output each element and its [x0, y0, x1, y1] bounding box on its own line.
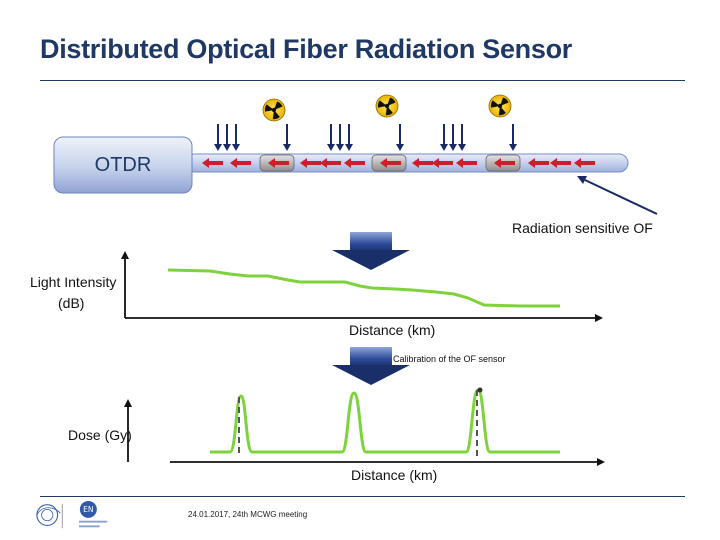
- dose-x-axis: [170, 458, 605, 466]
- en-department-logo: EN: [78, 500, 108, 528]
- distance-label: Distance (km): [351, 467, 438, 483]
- intensity-x-axis: [125, 314, 603, 322]
- incident-radiation-arrows: [214, 124, 517, 151]
- radiation-icon: [375, 94, 399, 118]
- intensity-curve: [167, 268, 560, 308]
- calibration-label: Calibration of the OF sensor: [393, 354, 506, 364]
- dose-y-axis: [124, 399, 132, 462]
- dose-curve: [210, 388, 560, 454]
- arrow-down-icon: [332, 347, 410, 385]
- dose-label: Dose (Gy): [68, 427, 132, 443]
- distance-label: Distance (km): [349, 322, 436, 338]
- dose-peak-dot: [477, 387, 483, 393]
- footer-divider: [40, 496, 685, 497]
- otdr-box: [53, 136, 193, 194]
- radiation-icon: [488, 94, 512, 118]
- fiber-pointer-line: [577, 176, 658, 215]
- dose-peak-markers: [238, 390, 478, 456]
- svg-text:EN: EN: [83, 505, 93, 514]
- cern-logo: [36, 503, 63, 529]
- title-divider: [40, 80, 685, 81]
- footer-date-meeting: 24.01.2017, 24th MCWG meeting: [188, 510, 308, 519]
- intensity-y-axis: [121, 251, 129, 318]
- radiation-sensitive-label: Radiation sensitive OF: [512, 220, 653, 236]
- slide-title: Distributed Optical Fiber Radiation Sens…: [40, 34, 572, 64]
- light-intensity-unit-label: (dB): [58, 295, 85, 311]
- arrow-down-icon: [332, 232, 410, 270]
- backscatter-arrows: [202, 158, 595, 168]
- light-intensity-label: Light Intensity: [30, 274, 117, 290]
- radiation-icon: [262, 98, 286, 122]
